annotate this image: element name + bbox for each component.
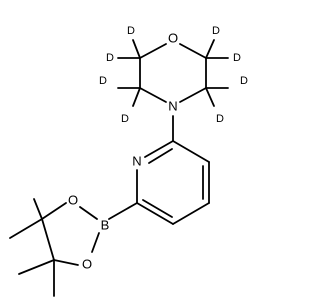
bond-npy-c2py-inner bbox=[148, 148, 173, 164]
bond-c3-d-bottom bbox=[132, 87, 141, 107]
bond-o1-c4 bbox=[41, 202, 67, 220]
deuterium-labels: D D D D D D D D bbox=[99, 25, 248, 125]
morpholine-oxygen-atom: O bbox=[168, 31, 178, 46]
dioxaborolane-ring bbox=[41, 202, 100, 266]
pyridine-ring bbox=[136, 140, 210, 225]
dioxaborolane-oxygen-label-1: O bbox=[68, 193, 78, 208]
deuterium-label: D bbox=[106, 52, 114, 64]
bond-c4py-c5py bbox=[172, 202, 210, 225]
bond-pyridine-boron bbox=[108, 202, 138, 220]
deuterium-label: D bbox=[233, 52, 241, 64]
deuterium-bonds bbox=[117, 39, 229, 107]
dioxaborolane-oxygen-atom-1: O bbox=[68, 193, 78, 208]
bond-c4-methyl-left bbox=[9, 218, 43, 239]
bond-o2-c5 bbox=[53, 259, 79, 266]
bond-o-c2 bbox=[139, 43, 167, 59]
bond-c4-c5 bbox=[41, 218, 55, 261]
bond-c5-d-bottom bbox=[205, 87, 215, 107]
bond-c5py-c6py-inner bbox=[142, 199, 173, 218]
methyl-groups bbox=[9, 198, 55, 297]
molecule-structure-diagram: O N N B O O D D D D D D D D bbox=[9, 25, 248, 297]
deuterium-label: D bbox=[121, 113, 129, 125]
dioxaborolane-oxygen-atom-2: O bbox=[82, 257, 92, 272]
deuterium-label: D bbox=[216, 113, 224, 125]
deuterium-label: D bbox=[127, 25, 135, 37]
deuterium-label: D bbox=[240, 75, 248, 87]
bond-c6-d-top bbox=[205, 39, 215, 59]
bond-c5py-c6py bbox=[136, 202, 174, 225]
morpholine-oxygen-label: O bbox=[168, 31, 178, 46]
pyridine-nitrogen-label: N bbox=[132, 154, 141, 169]
bond-c3-n bbox=[139, 87, 167, 103]
boron-label: B bbox=[101, 218, 110, 233]
deuterium-label: D bbox=[99, 75, 107, 87]
bond-b-o2 bbox=[91, 232, 100, 253]
bond-c4-methyl-up bbox=[33, 198, 43, 220]
bond-b-o1 bbox=[79, 206, 98, 220]
morpholine-ring bbox=[139, 43, 207, 103]
bond-npy-c2py bbox=[144, 140, 174, 158]
dioxaborolane-oxygen-label-2: O bbox=[82, 257, 92, 272]
bond-c2py-c3py bbox=[172, 140, 210, 163]
boron-atom: B bbox=[101, 218, 110, 233]
bond-c5-methyl-left bbox=[18, 259, 55, 275]
bond-o-c6 bbox=[179, 43, 207, 59]
pyridine-nitrogen-atom: N bbox=[132, 154, 141, 169]
bond-c5-n bbox=[179, 87, 207, 103]
morpholine-nitrogen-label: N bbox=[168, 99, 177, 114]
morpholine-nitrogen-atom: N bbox=[168, 99, 177, 114]
deuterium-label: D bbox=[212, 25, 220, 37]
bond-c2-d-top bbox=[132, 39, 141, 59]
